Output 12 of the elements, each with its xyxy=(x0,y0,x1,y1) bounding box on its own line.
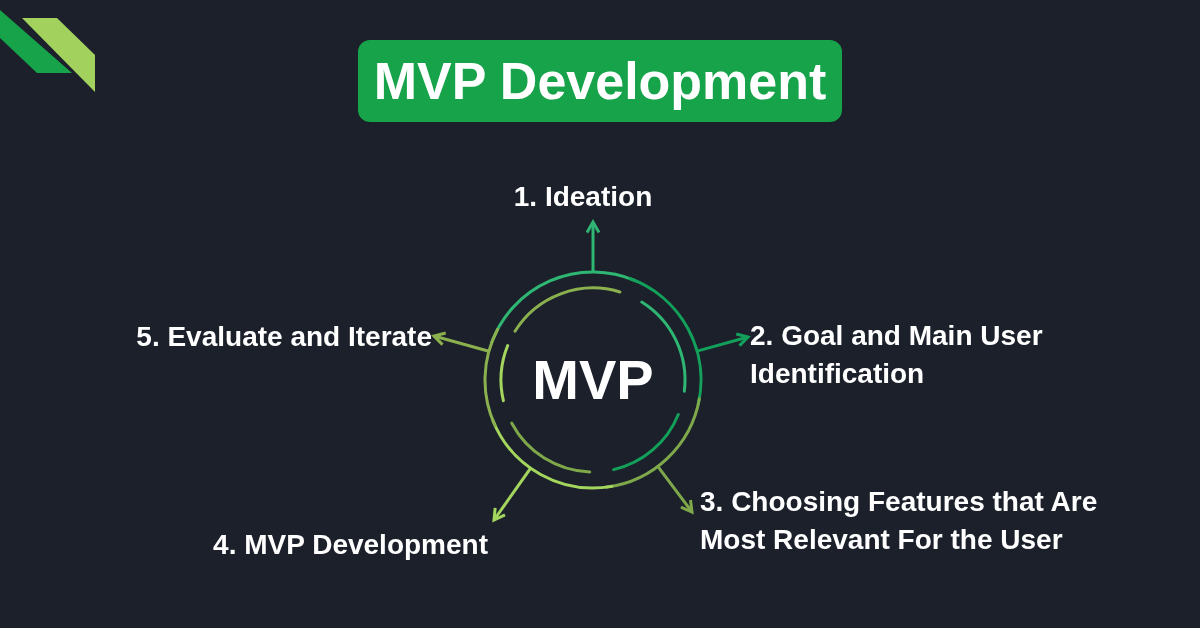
arrow xyxy=(696,332,750,353)
title-banner: MVP Development xyxy=(357,40,843,122)
step-label: 1. Ideation xyxy=(513,180,653,214)
center-label: MVP xyxy=(532,348,654,412)
arrow xyxy=(432,331,490,353)
step-label: 3. Choosing Features that Are Most Relevant For the User xyxy=(700,485,1099,557)
step-label: 4. MVP Development xyxy=(213,528,488,562)
arrow xyxy=(492,467,532,522)
step-label: 5. Evaluate and Iterate xyxy=(136,320,432,354)
arrow xyxy=(656,465,694,514)
arrow xyxy=(585,220,601,272)
step-label: 2. Goal and Main User Identification xyxy=(750,319,1044,391)
